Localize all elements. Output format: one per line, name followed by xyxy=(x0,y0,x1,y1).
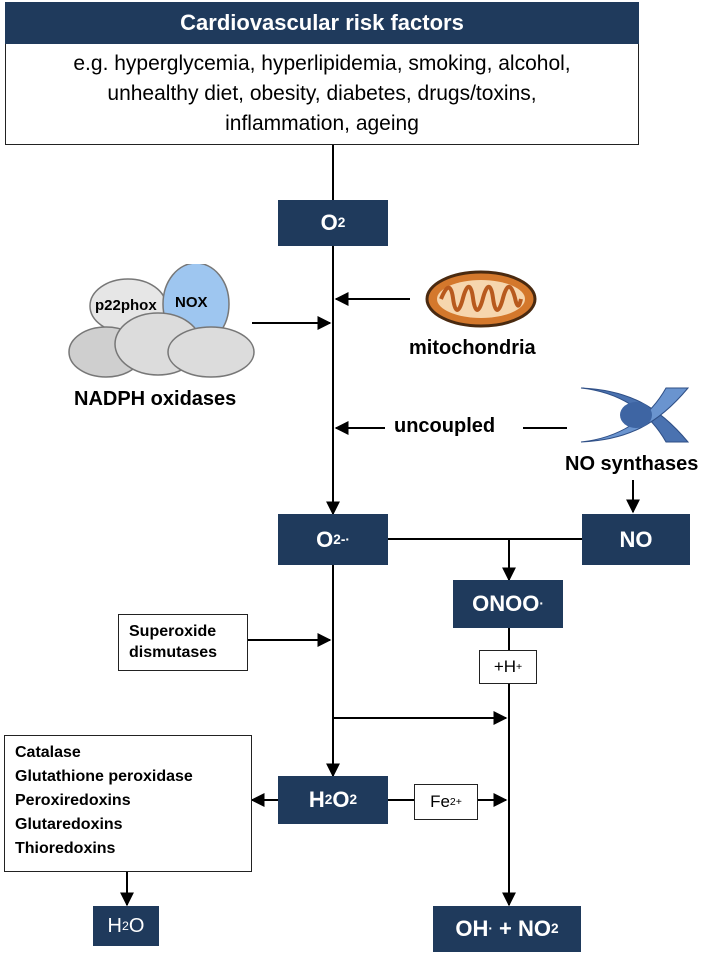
antioxidant-item: Thioredoxins xyxy=(15,840,116,857)
nadph-oxidases-label: NADPH oxidases xyxy=(74,388,237,410)
nox-label: NOX xyxy=(175,294,208,311)
sod-line: dismutases xyxy=(129,644,218,661)
sod-line: Superoxide xyxy=(129,623,217,640)
mitochondria-label: mitochondria xyxy=(409,337,536,359)
water-h: H xyxy=(107,914,122,937)
risk-factors-title: Cardiovascular risk factors xyxy=(5,2,639,44)
risk-factors-examples: e.g. hyperglycemia, hyperlipidemia, smok… xyxy=(5,44,639,145)
superoxide-dismutases-box: Superoxide dismutases xyxy=(118,614,248,671)
risk-factors-line: inflammation, ageing xyxy=(225,112,419,135)
h2o2-h: H xyxy=(308,787,325,812)
antioxidant-item: Catalase xyxy=(15,744,81,761)
proton-box: +H+ xyxy=(479,650,537,684)
antioxidant-item: Glutathione peroxidase xyxy=(15,768,193,785)
p22phox-label: p22phox xyxy=(95,297,157,314)
antioxidant-item: Glutaredoxins xyxy=(15,816,123,833)
nitrogen-dioxide-text: + NO xyxy=(492,916,552,941)
no-synthases-label: NO synthases xyxy=(565,453,699,475)
hydroxyl-text: OH xyxy=(455,916,489,941)
nitric-oxide-node: NO xyxy=(582,514,690,565)
water-o: O xyxy=(128,914,145,937)
antioxidant-enzymes-box: Catalase Glutathione peroxidase Peroxire… xyxy=(4,735,252,872)
oxygen-text: O xyxy=(320,210,338,235)
peroxynitrite-node: ONOO· xyxy=(453,580,563,628)
superoxide-text: O xyxy=(316,526,334,552)
risk-factors-line: e.g. hyperglycemia, hyperlipidemia, smok… xyxy=(73,52,571,75)
h2o2-o: O xyxy=(332,787,350,812)
proton-text: +H xyxy=(493,657,517,676)
antioxidant-item: Peroxiredoxins xyxy=(15,792,131,809)
mitochondria-icon xyxy=(425,270,537,328)
uncoupled-label: uncoupled xyxy=(394,415,496,437)
peroxynitrite-text: ONOO xyxy=(472,591,540,616)
nadph-oxidase-icon xyxy=(68,264,255,378)
iron-text: Fe xyxy=(430,792,450,811)
risk-factors-line: unhealthy diet, obesity, diabetes, drugs… xyxy=(107,82,537,105)
no-synthase-icon xyxy=(580,387,690,443)
